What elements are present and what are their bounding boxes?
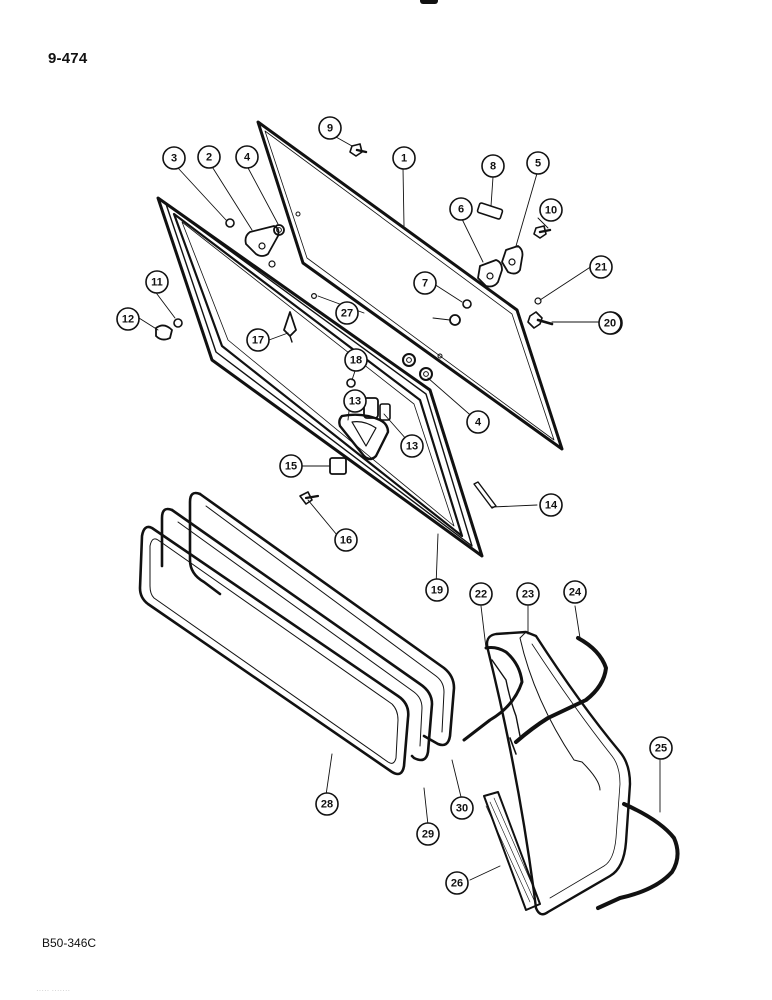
callout-label: 15 bbox=[285, 461, 297, 473]
callout-label: 30 bbox=[456, 803, 468, 815]
callout-label: 18 bbox=[350, 355, 362, 367]
callout-label: 4 bbox=[475, 417, 482, 429]
part-24-seal-strip bbox=[509, 636, 608, 755]
callout-label: 5 bbox=[535, 158, 541, 170]
part-30-inner-seal bbox=[188, 491, 456, 747]
callout-label: 24 bbox=[569, 587, 582, 599]
callout-15: 15 bbox=[279, 454, 303, 478]
callout-label: 26 bbox=[451, 878, 463, 890]
callout-11: 11 bbox=[145, 270, 169, 294]
callout-label: 22 bbox=[475, 589, 487, 601]
callout-label: 21 bbox=[595, 262, 607, 274]
callout-label: 2 bbox=[206, 152, 212, 164]
part-23-side-glass bbox=[485, 630, 632, 916]
callout-label: 28 bbox=[321, 799, 333, 811]
callout-label: 13 bbox=[406, 441, 418, 453]
callout-1: 1 bbox=[392, 146, 416, 170]
callout-4: 4 bbox=[235, 145, 259, 169]
callout-3: 3 bbox=[162, 146, 186, 170]
callout-13: 13 bbox=[343, 389, 367, 413]
hinge-2 bbox=[244, 225, 280, 257]
callout-8: 8 bbox=[481, 154, 505, 178]
fasteners bbox=[155, 143, 554, 509]
callout-label: 19 bbox=[431, 585, 443, 597]
callout-label: 3 bbox=[171, 153, 177, 165]
callout-label: 29 bbox=[422, 829, 434, 841]
callout-12: 12 bbox=[116, 307, 140, 331]
callout-29: 29 bbox=[416, 822, 440, 846]
callout-label: 12 bbox=[122, 314, 134, 326]
callout-25: 25 bbox=[649, 736, 673, 760]
callout-23: 23 bbox=[516, 582, 540, 606]
callout-19: 19 bbox=[425, 578, 449, 602]
callout-label: 1 bbox=[401, 153, 407, 165]
callout-label: 17 bbox=[252, 335, 264, 347]
callout-24: 24 bbox=[563, 580, 587, 604]
callout-label: 13 bbox=[349, 396, 361, 408]
callout-18: 18 bbox=[344, 348, 368, 372]
callout-label: 16 bbox=[340, 535, 352, 547]
callout-label: 27 bbox=[341, 308, 353, 320]
callout-21: 21 bbox=[589, 255, 613, 279]
callout-14: 14 bbox=[539, 493, 563, 517]
part-26-hinge-strip bbox=[483, 791, 541, 911]
callout-10: 10 bbox=[539, 198, 563, 222]
part-25-curved-seal bbox=[596, 802, 680, 910]
callout-label: 20 bbox=[604, 318, 616, 330]
callout-20: 20 bbox=[598, 311, 622, 335]
callout-label: 14 bbox=[545, 500, 558, 512]
callout-label: 4 bbox=[244, 152, 251, 164]
callout-28: 28 bbox=[315, 792, 339, 816]
callout-label: 9 bbox=[327, 123, 333, 135]
callout-22: 22 bbox=[469, 582, 493, 606]
drawing-reference-code: B50-346C bbox=[42, 936, 97, 950]
callout-label: 7 bbox=[422, 278, 428, 290]
callout-2: 2 bbox=[197, 145, 221, 169]
part-28-outer-seal bbox=[138, 525, 410, 776]
callout-label: 23 bbox=[522, 589, 534, 601]
callout-30: 30 bbox=[450, 796, 474, 820]
callout-9: 9 bbox=[318, 116, 342, 140]
part-19-door-frame bbox=[156, 196, 484, 558]
part-22-seal-strip bbox=[462, 646, 524, 742]
callout-26: 26 bbox=[445, 871, 469, 895]
footer-faint-text: ····· ······· bbox=[36, 986, 71, 995]
callout-label: 25 bbox=[655, 743, 667, 755]
plate-9 bbox=[476, 202, 504, 220]
callout-13: 13 bbox=[400, 434, 424, 458]
part-29-middle-seal bbox=[160, 507, 434, 762]
callout-label: 10 bbox=[545, 205, 557, 217]
hinge-plate-6 bbox=[477, 259, 503, 288]
callout-label: 8 bbox=[490, 161, 496, 173]
callout-16: 16 bbox=[334, 528, 358, 552]
callout-17: 17 bbox=[246, 328, 270, 352]
part-1-glass-panel bbox=[256, 120, 564, 451]
callout-6: 6 bbox=[449, 197, 473, 221]
callout-group: 1234456789101011121313141516171819202122… bbox=[116, 116, 673, 895]
leader-lines bbox=[138, 136, 661, 881]
callout-label: 11 bbox=[151, 277, 163, 289]
callout-4: 4 bbox=[466, 410, 490, 434]
cropped-header-mark bbox=[420, 0, 438, 4]
callout-label: 6 bbox=[458, 204, 464, 216]
callout-5: 5 bbox=[526, 151, 550, 175]
callout-7: 7 bbox=[413, 271, 437, 295]
page-code: 9-474 bbox=[48, 50, 88, 67]
callout-27: 27 bbox=[335, 301, 359, 325]
hinge-5 bbox=[501, 245, 524, 275]
